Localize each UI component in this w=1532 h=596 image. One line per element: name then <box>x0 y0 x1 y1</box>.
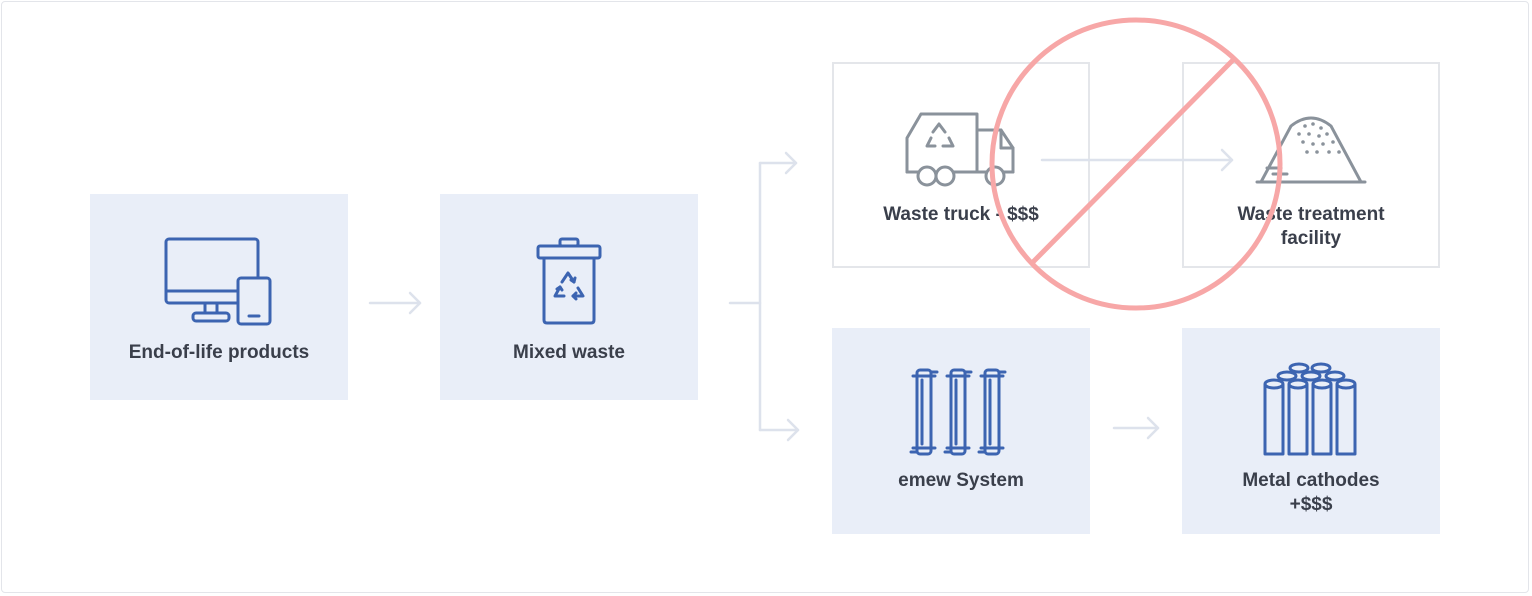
arrow-eol-to-mixed <box>368 291 422 315</box>
node-end-of-life-products: End-of-life products <box>90 194 348 400</box>
recycle-bin-icon <box>536 237 602 325</box>
node-emew-system: emew System <box>832 328 1090 534</box>
arrow-branch <box>728 151 800 442</box>
node-mixed-waste: Mixed waste <box>440 194 698 400</box>
node-label: End-of-life products <box>128 342 310 363</box>
node-metal-cathodes: Metal cathodes +$$$ <box>1182 328 1440 534</box>
emew-cells-icon <box>909 368 1007 456</box>
node-label: emew System <box>898 470 1024 491</box>
node-label: Mixed waste <box>513 342 625 363</box>
arrow-emew-to-cathodes <box>1112 416 1160 440</box>
node-label: Metal cathodes +$$$ <box>1242 470 1380 515</box>
metal-cathodes-icon <box>1263 362 1357 456</box>
devices-icon <box>164 237 272 326</box>
